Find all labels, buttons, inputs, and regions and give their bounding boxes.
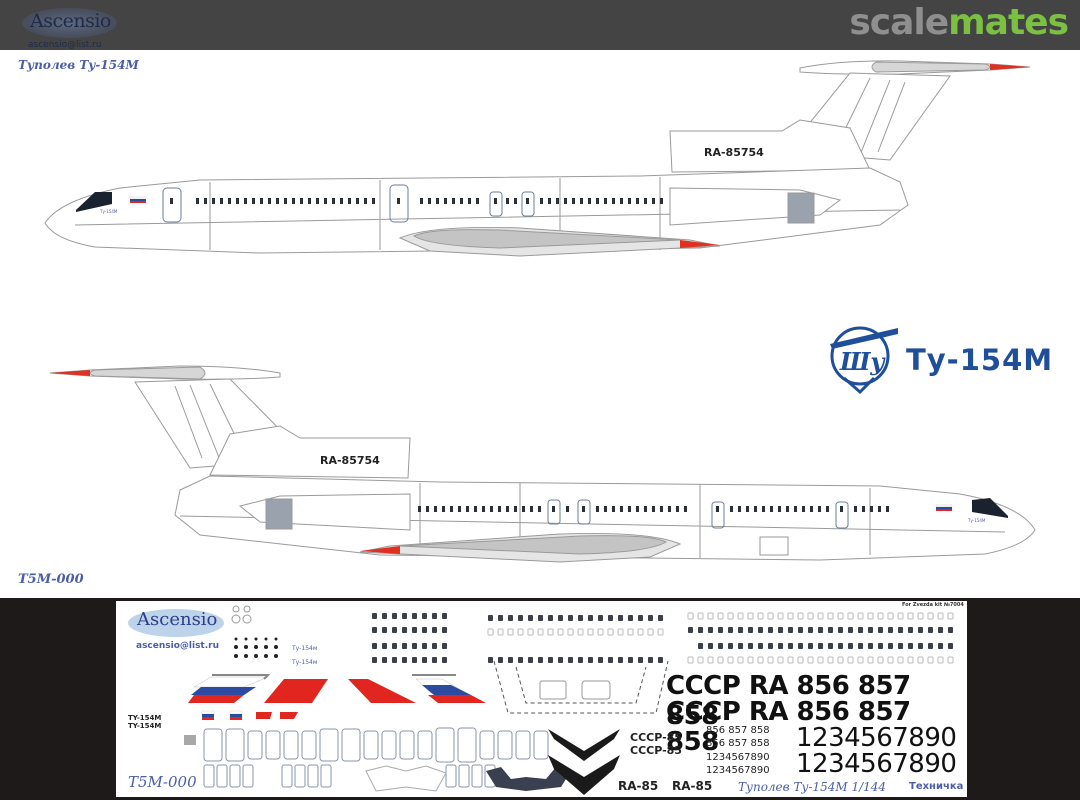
numbers-small: 1234567890 bbox=[706, 752, 770, 763]
header-bar: Ascensio ascensio@list.ru scalemates bbox=[0, 0, 1080, 50]
profile-title: Туполев Ту-154М bbox=[18, 58, 139, 72]
numbers-small: 856 857 858 bbox=[706, 725, 770, 736]
logo-part-scale: scale bbox=[849, 2, 949, 43]
decal-graphics bbox=[184, 605, 954, 795]
digits-large: 1234567890 bbox=[796, 723, 957, 753]
ascensio-logo: Ascensio bbox=[22, 8, 117, 38]
type-label: TY-154M bbox=[128, 714, 162, 722]
brand-email: ascensio@list.ru bbox=[28, 40, 102, 50]
decal-ascensio-logo: Ascensio bbox=[128, 609, 224, 637]
nose-decal: Ту-154м bbox=[292, 645, 318, 652]
tail-registration-lower: RA-85754 bbox=[320, 454, 380, 467]
decal-brand: Ascensio bbox=[137, 609, 218, 630]
decal-email: ascensio@list.ru bbox=[136, 641, 219, 651]
scalemates-logo[interactable]: scalemates bbox=[849, 2, 1069, 43]
for-kit-label: For Zvezda kit №7004 bbox=[902, 602, 964, 608]
tupolev-emblem-icon: Шу bbox=[830, 326, 898, 395]
tail-code: RA-85 bbox=[672, 779, 713, 793]
decal-sheet-code: Т5М-000 bbox=[128, 773, 197, 791]
aircraft-profile-upper: RA-85754 Ту-154М bbox=[44, 60, 1031, 257]
numbers-small: 1234567890 bbox=[706, 765, 770, 776]
decal-footer-title: Туполев Ту-154М 1/144 bbox=[738, 780, 887, 794]
decal-sheet: Ascensio ascensio@list.ru For Zvezda kit… bbox=[116, 601, 967, 797]
digits-large: 1234567890 bbox=[796, 749, 957, 779]
numbers-small: 856 857 858 bbox=[706, 738, 770, 749]
decal-footer-tech: Техничка bbox=[909, 781, 964, 792]
nose-decal: Ту-154м bbox=[292, 659, 318, 666]
registration-small: CCCP-85 bbox=[630, 731, 682, 744]
registration-large: CCCP RA 856 857 858 bbox=[666, 697, 911, 757]
aircraft-profile-lower: RA-85754 Ту-154М bbox=[49, 365, 1036, 563]
registration-small: CCCP-85 bbox=[630, 744, 682, 757]
brand-name: Ascensio bbox=[30, 10, 111, 32]
sheet-code: Т5М-000 bbox=[18, 572, 84, 587]
tail-code: RA-85 bbox=[618, 779, 659, 793]
nose-label-lower: Ту-154М bbox=[967, 518, 986, 523]
type-logo-text: Ту-154М bbox=[906, 343, 1054, 377]
type-label: TY-154M bbox=[128, 722, 162, 730]
svg-text:Шу: Шу bbox=[839, 347, 886, 376]
type-labels: TY-154M TY-154M bbox=[128, 714, 161, 730]
logo-part-mates: mates bbox=[948, 2, 1069, 43]
nose-label: Ту-154М bbox=[99, 209, 118, 214]
tail-registration: RA-85754 bbox=[704, 146, 764, 159]
registration-large: CCCP RA 856 857 858 bbox=[666, 671, 911, 731]
